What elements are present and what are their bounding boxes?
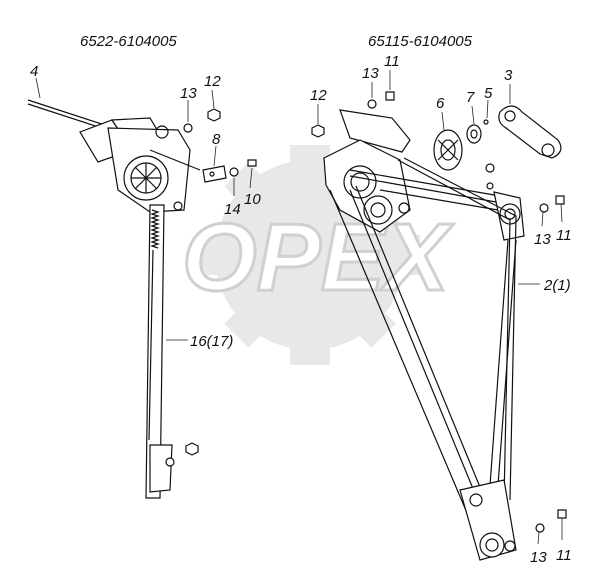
callout-13-bottom: 13: [530, 549, 547, 566]
washer-14-icon: [229, 167, 239, 177]
pin-5-icon: [483, 119, 489, 125]
callout-11-top: 11: [384, 53, 400, 70]
washer-13-top-icon: [367, 99, 377, 109]
watermark: OPEX: [181, 145, 455, 365]
right-regulator-drawing: [311, 91, 567, 561]
right-assembly-title: 65115-6104005: [368, 33, 473, 50]
callout-6: 6: [436, 95, 445, 112]
left-regulator-drawing: [27, 99, 257, 499]
watermark-text: OPEX: [182, 204, 454, 311]
callout-12-right: 12: [310, 87, 327, 104]
nut-13-left-icon: [183, 123, 193, 133]
callout-12-left: 12: [204, 73, 221, 90]
left-assembly-title: 6522-6104005: [80, 33, 177, 50]
callout-8: 8: [212, 131, 221, 148]
callout-13-left: 13: [180, 85, 197, 102]
callout-labels: 4 13 12 8 14 10 16(17) 13 11 12 6 7 5 3 …: [30, 53, 572, 566]
callout-3: 3: [504, 67, 513, 84]
washer-13-bottom-icon: [535, 523, 545, 533]
bolt-11-top-icon: [385, 91, 395, 101]
callout-7: 7: [466, 89, 475, 106]
washer-13-mid-icon: [539, 203, 549, 213]
bolt-11-mid-icon: [555, 195, 565, 205]
callout-11-bottom: 11: [556, 547, 572, 564]
bolt-10-icon: [247, 159, 257, 167]
leader-lines: [35, 70, 563, 545]
nut-12-left-icon: [207, 108, 221, 122]
callout-4: 4: [30, 63, 38, 80]
callout-11-mid: 11: [556, 227, 572, 244]
callout-13-top: 13: [362, 65, 379, 82]
callout-16-17: 16(17): [190, 333, 233, 350]
callout-13-mid: 13: [534, 231, 551, 248]
nut-12-right-icon: [311, 124, 325, 138]
callout-14: 14: [224, 201, 241, 218]
callout-2-1: 2(1): [543, 277, 571, 294]
bolt-11-bottom-icon: [557, 509, 567, 519]
washer-7-icon: [466, 124, 482, 144]
callout-10: 10: [244, 191, 261, 208]
callout-5: 5: [484, 85, 493, 102]
